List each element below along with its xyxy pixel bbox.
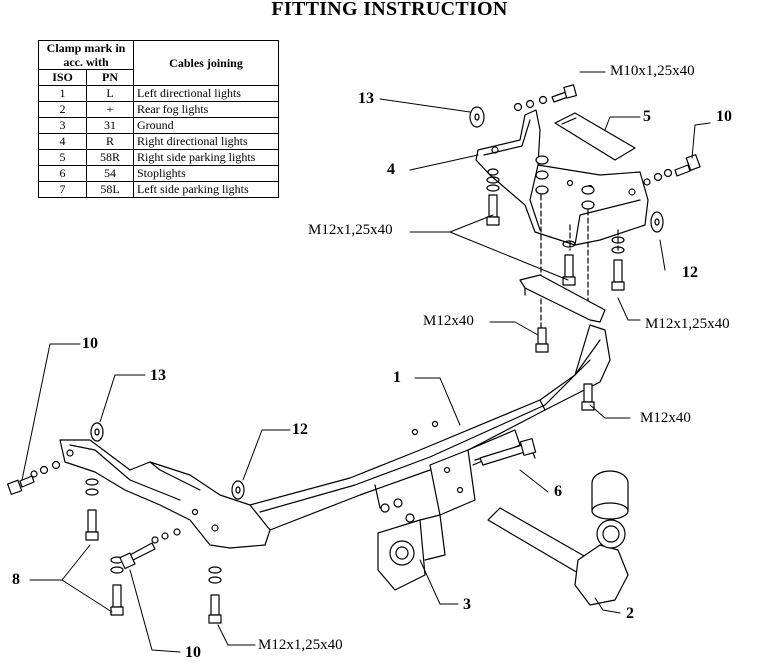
part-number-10-left: 10: [82, 335, 98, 352]
reinforcement-plate: [554, 112, 636, 161]
part-number-10-bottom: 10: [185, 644, 201, 661]
part-number-12-left: 12: [292, 421, 308, 438]
washer-13-top: [469, 106, 485, 128]
washer-12-left: [231, 480, 245, 500]
tow-ball-neck: [487, 470, 629, 606]
part-number-1: 1: [393, 369, 401, 386]
bolt-m12-right: [535, 327, 595, 411]
pn-cell: 58R: [86, 149, 134, 166]
part-number-13-top: 13: [358, 90, 374, 107]
washer-12-right: [650, 211, 664, 233]
right-mounting-bracket: [475, 109, 649, 246]
bolt-6: [479, 438, 537, 466]
main-crossbar: [249, 324, 611, 531]
pn-cell: 58L: [86, 181, 134, 198]
iso-header: ISO: [37, 69, 88, 86]
electrical-socket-plate: [377, 514, 446, 591]
part-number-10-top: 10: [716, 108, 732, 125]
vertical-bolts-upper: [486, 155, 625, 291]
part-number-6: 6: [554, 483, 562, 500]
leader-lines: [21, 71, 711, 653]
cables-joining-header: Cables joining: [133, 40, 279, 86]
iso-cell: 7: [37, 181, 88, 198]
bolt-right-10: [643, 154, 701, 186]
part-number-5: 5: [643, 108, 651, 125]
bolt-m10-label: M10x1,25x40: [610, 63, 695, 79]
cable-cell: Left side parking lights: [133, 181, 279, 198]
pn-cell: 54: [86, 165, 134, 182]
table-row: 2+Rear fog lights: [37, 101, 279, 118]
left-lower-bolts: [85, 478, 222, 624]
page-title: FITTING INSTRUCTION: [271, 0, 508, 20]
bolt-m12-125-bottom-label: M12x1,25x40: [258, 637, 343, 653]
part-number-13-left: 13: [150, 367, 166, 384]
cable-cell: Right directional lights: [133, 133, 279, 150]
iso-cell: 6: [37, 165, 88, 182]
part-number-4: 4: [387, 161, 395, 178]
bolt-m10-top: [513, 84, 577, 112]
left-mounting-bracket: [59, 439, 271, 549]
pn-header: PN: [86, 69, 134, 86]
bolt-m12-125-upper-left-label: M12x1,25x40: [308, 222, 393, 238]
bolt-left-10: [6, 460, 61, 495]
part-number-12-right: 12: [682, 264, 698, 281]
bolt-m12x40-right-label: M12x40: [640, 410, 691, 426]
part-number-2: 2: [626, 605, 634, 622]
washer-13-left: [90, 422, 104, 442]
bolt-m12-125-upper-right-label: M12x1,25x40: [645, 316, 730, 332]
bolt-m12x40-upper-label: M12x40: [423, 313, 474, 329]
cable-cell: Left directional lights: [133, 85, 279, 102]
spacer-bracket: [519, 274, 606, 323]
clamp-table: Clamp mark in acc. with Cables joining I…: [37, 40, 279, 198]
part-number-3: 3: [463, 596, 471, 613]
part-number-8: 8: [12, 571, 20, 588]
